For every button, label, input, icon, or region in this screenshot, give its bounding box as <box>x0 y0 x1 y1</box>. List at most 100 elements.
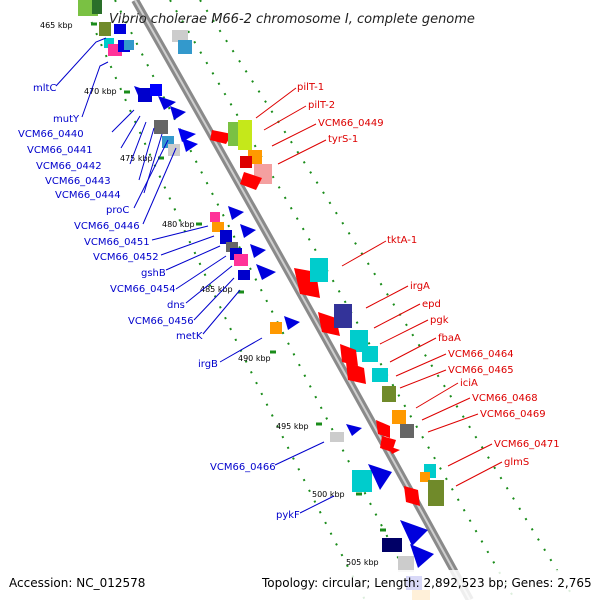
gene-glyph <box>388 446 400 454</box>
gene-glyph <box>182 138 198 152</box>
kbp-tick-label: 500 kbp <box>312 490 345 499</box>
kbp-tick-label: 505 kbp <box>346 558 379 567</box>
kbp-tick-label: 475 kbp <box>120 154 153 163</box>
gene-label[interactable]: VCM66_0471 <box>494 439 560 450</box>
gene-label[interactable]: dns <box>167 300 185 311</box>
gene-label[interactable]: iciA <box>460 378 478 389</box>
gene-glyph <box>346 362 366 384</box>
gene-glyph <box>420 472 430 482</box>
gene-label[interactable]: VCM66_0468 <box>472 393 538 404</box>
gene-glyph <box>226 242 238 252</box>
gene-glyph <box>400 424 414 438</box>
gene-glyph <box>210 212 220 222</box>
gene-label[interactable]: VCM66_0446 <box>74 221 140 232</box>
gene-label[interactable]: VCM66_0442 <box>36 161 102 172</box>
gene-label[interactable]: pilT-1 <box>297 82 324 93</box>
gene-label[interactable]: VCM66_0444 <box>55 190 121 201</box>
gene-label[interactable]: VCM66_0449 <box>318 118 384 129</box>
gene-label[interactable]: gshB <box>141 268 166 279</box>
gene-glyph <box>330 432 344 442</box>
kbp-tick-label: 465 kbp <box>40 21 73 30</box>
gene-label[interactable]: VCM66_0454 <box>110 284 176 295</box>
gene-glyph <box>99 22 111 36</box>
gene-glyph <box>310 258 328 282</box>
gene-glyph <box>228 206 244 220</box>
topology-text: Topology: circular; Length: 2,892,523 bp… <box>261 576 592 590</box>
gene-label[interactable]: VCM66_0441 <box>27 145 93 156</box>
gene-label[interactable]: VCM66_0440 <box>18 129 84 140</box>
kbp-tick-label: 490 kbp <box>238 354 271 363</box>
gene-glyph <box>372 368 388 382</box>
left-gene-labels: mltC mutY VCM66_0440 VCM66_0441 VCM66_04… <box>18 83 300 521</box>
gene-glyph <box>346 424 362 436</box>
gene-glyph <box>362 346 378 362</box>
gene-glyph <box>92 0 102 14</box>
gene-glyph <box>410 544 434 568</box>
gene-label[interactable]: pgk <box>430 315 449 326</box>
gene-glyph <box>170 106 186 120</box>
gene-glyph <box>368 464 392 490</box>
accession-text: Accession: NC_012578 <box>9 576 145 590</box>
gene-glyph <box>234 254 248 266</box>
right-gene-leaders <box>255 87 503 487</box>
gene-glyph <box>404 486 420 506</box>
gene-glyph <box>352 470 372 492</box>
gene-glyph <box>124 40 134 50</box>
gene-label[interactable]: tktA-1 <box>387 235 417 246</box>
gene-label[interactable]: mutY <box>53 114 80 125</box>
gene-glyph <box>428 480 444 506</box>
gene-glyph <box>104 38 114 48</box>
gene-glyph <box>382 538 402 552</box>
gene-label[interactable]: glmS <box>504 457 529 468</box>
gene-label[interactable]: VCM66_0464 <box>448 349 514 360</box>
gene-label[interactable]: pilT-2 <box>308 100 335 111</box>
dotted-guides <box>81 0 576 600</box>
gene-label[interactable]: VCM66_0452 <box>93 252 159 263</box>
kbp-tick-labels: 465 kbp 470 kbp 475 kbp 480 kbp 485 kbp … <box>40 21 379 567</box>
gene-glyph <box>158 96 176 110</box>
gene-glyph <box>240 172 262 190</box>
gene-label[interactable]: VCM66_0469 <box>480 409 546 420</box>
gene-glyph <box>240 156 252 168</box>
gene-label[interactable]: epd <box>422 299 441 310</box>
gene-label[interactable]: VCM66_0443 <box>45 176 111 187</box>
gene-glyph <box>172 30 188 42</box>
gene-glyph <box>334 304 352 328</box>
gene-label[interactable]: tyrS-1 <box>328 134 358 145</box>
gene-glyph <box>398 556 414 572</box>
kbp-tick-label: 495 kbp <box>276 422 309 431</box>
gene-glyph <box>392 410 406 424</box>
gene-label[interactable]: mltC <box>33 83 56 94</box>
kbp-tick-label: 470 kbp <box>84 87 117 96</box>
gene-glyph <box>114 24 126 34</box>
gene-label[interactable]: VCM66_0451 <box>84 237 150 248</box>
gene-glyph <box>154 120 168 134</box>
gene-label[interactable]: VCM66_0456 <box>128 316 194 327</box>
gene-label[interactable]: irgA <box>410 281 430 292</box>
gene-glyph <box>250 244 266 258</box>
gene-glyph <box>340 344 358 366</box>
gene-label[interactable]: irgB <box>198 359 218 370</box>
gene-glyph <box>150 84 162 96</box>
right-gene-labels: pilT-1 pilT-2 VCM66_0449 tyrS-1 tktA-1 i… <box>297 82 560 468</box>
gene-label[interactable]: pykF <box>276 510 300 521</box>
gene-glyph <box>240 224 256 238</box>
gene-label[interactable]: proC <box>106 205 129 216</box>
left-gene-leaders <box>55 37 335 514</box>
kbp-tick-label: 485 kbp <box>200 285 233 294</box>
map-title: Vibrio cholerae M66-2 chromosome I, comp… <box>109 12 475 27</box>
gene-label[interactable]: fbaA <box>438 333 461 344</box>
gene-label[interactable]: VCM66_0465 <box>448 365 514 376</box>
kbp-tick-marks <box>91 22 386 532</box>
gene-glyph <box>238 270 250 280</box>
gene-label[interactable]: VCM66_0466 <box>210 462 276 473</box>
outer-gene-track <box>172 30 444 506</box>
gene-label[interactable]: metK <box>176 331 203 342</box>
gene-glyph <box>284 316 300 330</box>
gene-glyph <box>138 88 152 102</box>
gene-glyph <box>376 420 390 438</box>
gene-glyph <box>210 130 232 144</box>
gene-glyph <box>220 230 232 244</box>
gene-glyph <box>178 40 192 54</box>
